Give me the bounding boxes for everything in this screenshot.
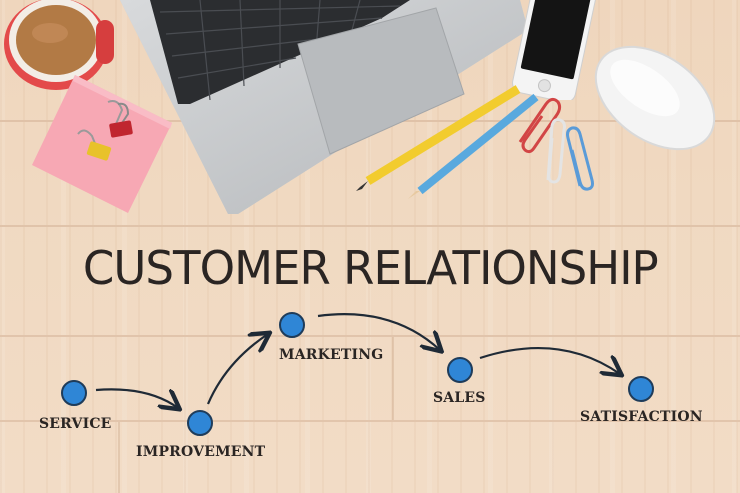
coffee-mug-icon — [4, 0, 114, 90]
wood-seam — [0, 225, 740, 227]
step-node-service — [61, 380, 87, 406]
laptop-icon — [120, 0, 528, 214]
headline: CUSTOMER RELATIONSHIP — [0, 228, 740, 308]
binder-clip-icon — [77, 100, 133, 161]
arrow-improvement-marketing — [206, 334, 268, 405]
smartphone-icon — [512, 0, 597, 100]
step-node-satisfaction — [628, 376, 654, 402]
computer-mouse-icon — [594, 45, 716, 151]
step-node-improvement — [187, 410, 213, 436]
wood-seam — [0, 335, 740, 337]
step-label-service: SERVICE — [39, 416, 112, 432]
step-label-marketing: MARKETING — [279, 347, 384, 363]
wood-seam — [118, 422, 120, 493]
wood-seam — [0, 420, 740, 422]
arrow-service-improvement — [95, 388, 178, 408]
step-label-improvement: IMPROVEMENT — [136, 444, 266, 460]
arrow-sales-satisfaction — [479, 346, 620, 374]
step-label-satisfaction: SATISFACTION — [580, 409, 703, 425]
flow-arrows — [95, 313, 740, 460]
pencil-icon — [356, 85, 539, 199]
step-label-sales: SALES — [433, 390, 486, 406]
arrow-marketing-sales — [317, 313, 440, 350]
paper-clip-icon — [518, 97, 594, 191]
headline-text: CUSTOMER RELATIONSHIP — [82, 241, 659, 295]
wood-plank — [0, 422, 740, 493]
sticky-note-icon — [32, 75, 172, 213]
wood-plank — [0, 337, 740, 420]
wood-seam — [392, 337, 394, 420]
step-node-sales — [447, 357, 473, 383]
step-node-marketing — [279, 312, 305, 338]
